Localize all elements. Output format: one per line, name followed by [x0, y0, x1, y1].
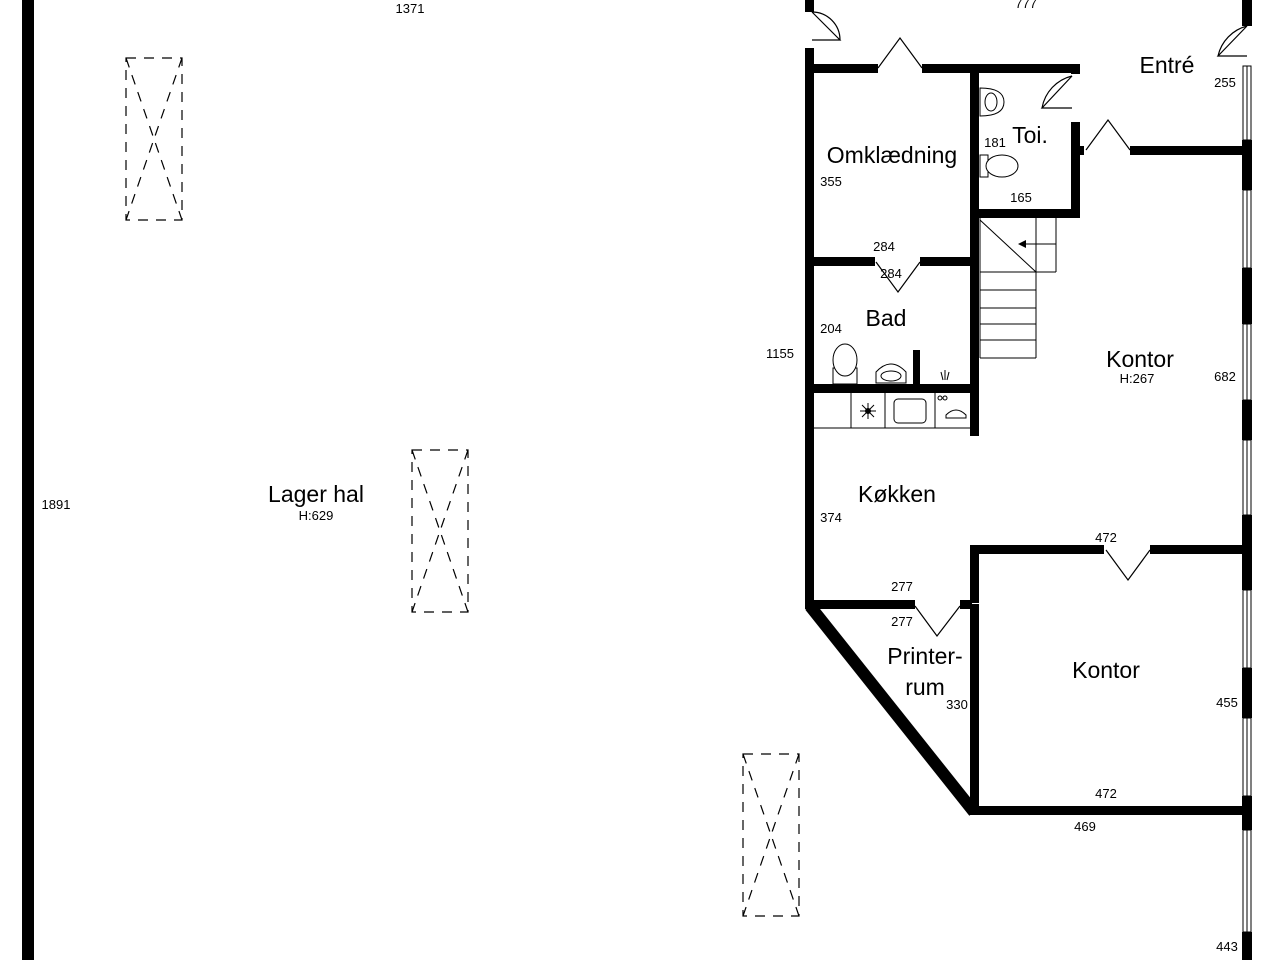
basin-icon — [979, 87, 1005, 117]
kitchen-counter — [814, 393, 970, 429]
room-label-printerrum-line2: rum — [905, 674, 945, 700]
wc-fixtures — [979, 87, 1019, 178]
dim-label: 1371 — [396, 1, 425, 16]
right-wall-segment — [1242, 400, 1252, 440]
room-label-lager-hal: Lager hal — [268, 481, 364, 507]
dim-label: 277 — [891, 579, 913, 594]
skylight — [742, 753, 800, 917]
dim-label: 374 — [820, 510, 842, 525]
dim-label: 443 — [1216, 939, 1238, 954]
right-wall-segment — [1242, 932, 1252, 960]
right-wall-segment — [1242, 668, 1252, 718]
bathroom-fixtures — [832, 343, 950, 385]
room-height-kontor-1: H:267 — [1120, 371, 1155, 386]
sink-icon — [893, 398, 927, 424]
skylight — [411, 449, 469, 613]
dim-label: 165 — [1010, 190, 1032, 205]
skylight — [125, 57, 183, 221]
dim-label: 472 — [1095, 786, 1117, 801]
toilet-icon — [832, 343, 858, 385]
interior-walls — [805, 0, 1245, 816]
dim-label: 1891 — [42, 497, 71, 512]
room-label-omklaedning: Omklædning — [827, 142, 957, 168]
right-wall-segment — [1242, 0, 1252, 26]
dim-label: 330 — [946, 697, 968, 712]
hall-partition-wall — [805, 48, 814, 608]
right-wall-segment — [1242, 268, 1252, 324]
dim-label: 255 — [1214, 75, 1236, 90]
dim-label: 284 — [880, 266, 902, 281]
toilet-bowl-icon — [979, 154, 1019, 178]
room-label-kontor-2: Kontor — [1072, 657, 1140, 683]
dim-label: 777 — [1015, 0, 1037, 11]
room-label-bad: Bad — [866, 305, 907, 331]
dim-label: 469 — [1074, 819, 1096, 834]
stair-arrow-icon — [1018, 240, 1026, 248]
room-height-lager-hal: H:629 — [299, 508, 334, 523]
omklaedning-toilet-wall — [970, 64, 979, 436]
dim-label: 284 — [873, 239, 895, 254]
dim-label: 455 — [1216, 695, 1238, 710]
right-wall-segment — [1242, 796, 1252, 830]
staircase — [979, 218, 1057, 359]
washbasin-icon — [875, 363, 907, 384]
shower-icon — [940, 370, 950, 381]
dim-label: 1155 — [766, 346, 794, 361]
room-label-toilet: Toi. — [1012, 122, 1048, 148]
dim-label: 181 — [984, 135, 1006, 150]
dim-label: 682 — [1214, 369, 1236, 384]
room-label-koekken: Køkken — [858, 481, 936, 507]
dishwasher-icon — [937, 395, 967, 419]
dim-label: 472 — [1095, 530, 1117, 545]
left-outer-wall — [22, 0, 34, 960]
windows — [1242, 65, 1252, 933]
dim-label: 355 — [820, 174, 842, 189]
stove-icon — [860, 403, 876, 419]
right-wall-segment — [1242, 515, 1252, 590]
entrance-door — [1216, 25, 1248, 57]
outer-walls — [22, 0, 1252, 960]
dim-label: 204 — [820, 321, 842, 336]
dim-label: 277 — [891, 614, 913, 629]
room-label-entre: Entré — [1140, 52, 1195, 78]
right-wall-segment — [1242, 140, 1252, 190]
room-label-printerrum-line1: Printer- — [887, 643, 962, 669]
room-label-kontor-1: Kontor — [1106, 346, 1174, 372]
